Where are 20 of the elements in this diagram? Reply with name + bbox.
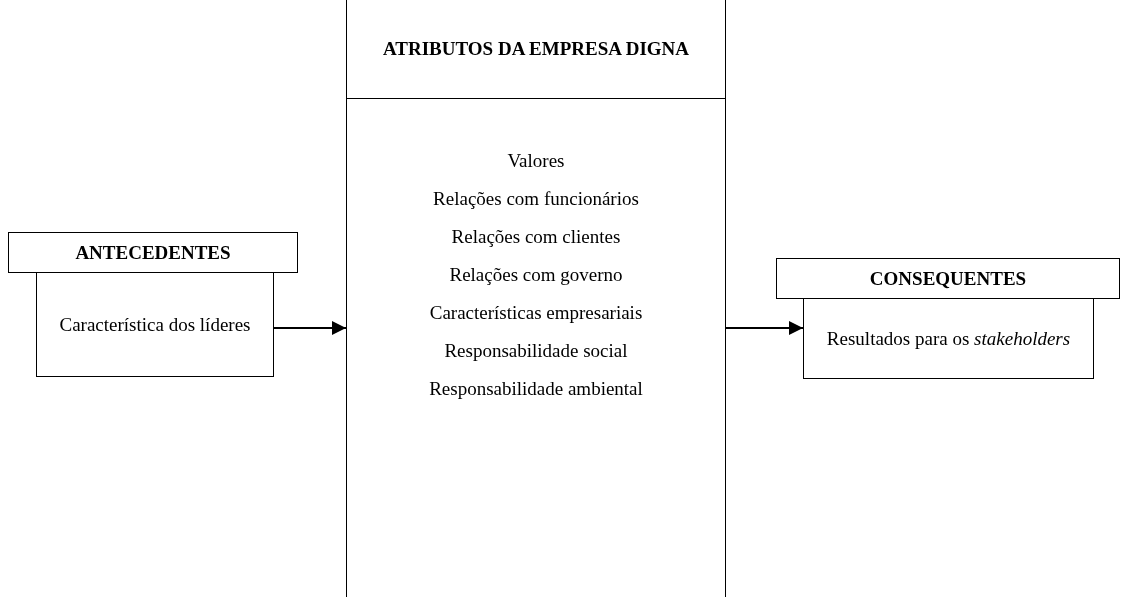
attribute-box (346, 98, 726, 597)
item-text: Valores (507, 149, 565, 173)
item-text: Característica dos líderes (59, 312, 251, 337)
header-text: ANTECEDENTES (75, 240, 231, 265)
item-text: Relações com funcionários (433, 187, 639, 211)
process-box (803, 298, 1094, 379)
process-box (36, 272, 274, 377)
item-text: Responsabilidade social (444, 339, 628, 363)
header-box (346, 0, 726, 99)
item-text: Responsabilidade ambiental (429, 377, 643, 401)
item-text: Relações com governo (449, 263, 623, 287)
item-text: Relações com clientes (451, 225, 621, 249)
item-text: Resultados para os stakeholders (826, 326, 1071, 351)
header-box (8, 232, 298, 273)
arrow (273, 321, 347, 335)
arrow (725, 321, 804, 335)
header-text: CONSEQUENTES (869, 266, 1027, 291)
header-text: ATRIBUTOS DA EMPRESA DIGNA (383, 36, 689, 61)
item-text: Características empresariais (429, 301, 643, 325)
header-box (776, 258, 1120, 299)
